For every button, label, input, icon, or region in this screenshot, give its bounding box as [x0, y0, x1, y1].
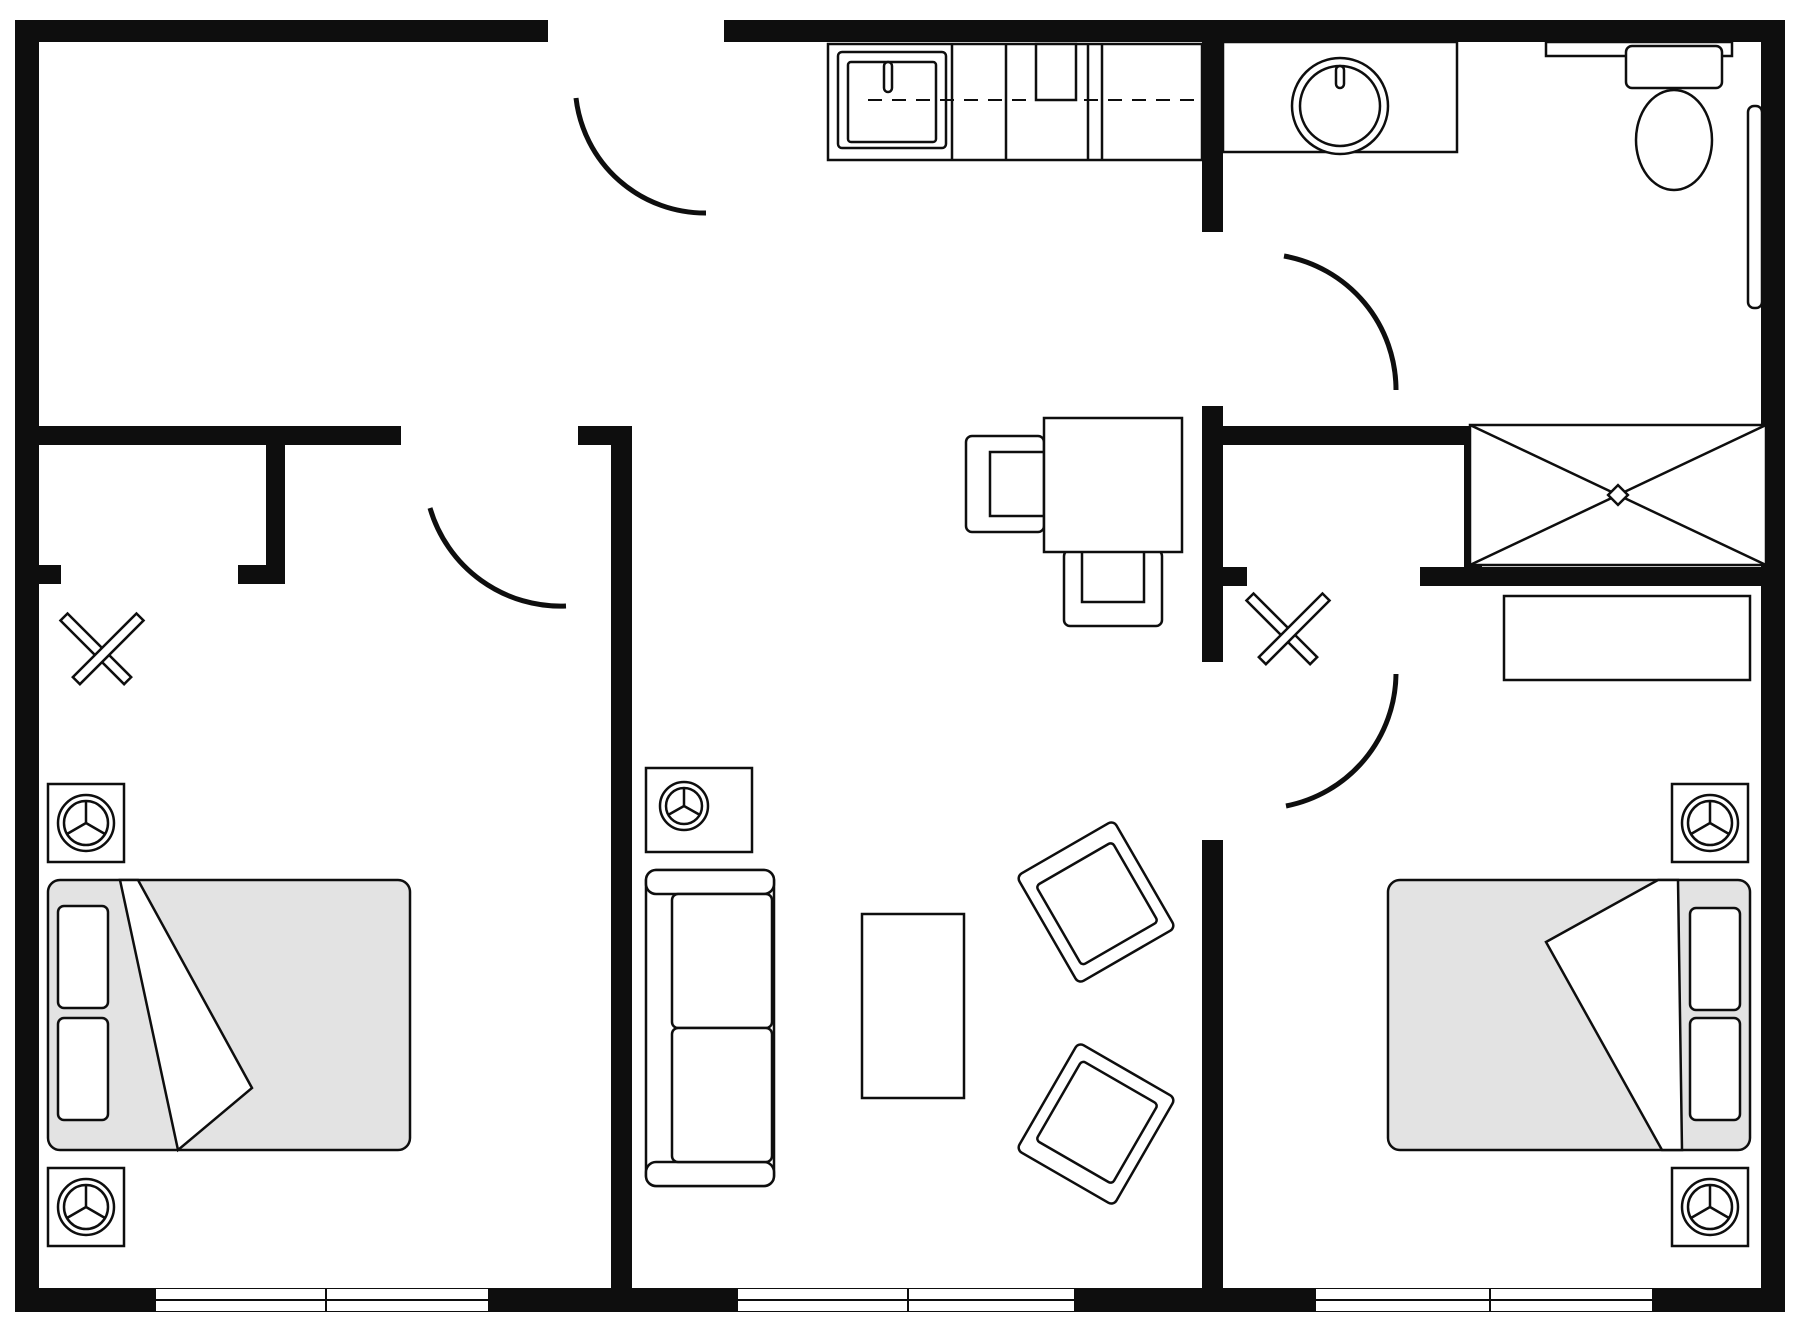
dresser	[1502, 594, 1752, 682]
shower-drain	[1606, 483, 1630, 507]
dining-set	[964, 416, 1184, 628]
lamp-bottom-marks	[66, 1185, 106, 1220]
wall-bedroom-living-divider	[611, 426, 632, 1312]
sofa-arm-bottom	[644, 1160, 776, 1188]
wall-closet-stub-left	[39, 565, 61, 584]
lamp-top-marks	[1690, 801, 1730, 836]
wall-closet-stub-left-right	[1223, 567, 1247, 586]
wall-doorjamb-left-bedroom	[578, 426, 632, 445]
armchair-upper	[1017, 821, 1175, 983]
closet-doors	[58, 591, 1752, 686]
lamp-base-marks	[667, 788, 701, 817]
wall-closet-post	[266, 426, 285, 584]
left-bedroom-door-leaf	[564, 446, 576, 621]
toilet	[1544, 40, 1734, 192]
interior-walls	[39, 20, 1785, 1312]
pillow-top	[1688, 906, 1742, 1012]
wall-closet-bottom-right	[1420, 567, 1785, 586]
bifold-panel	[71, 611, 146, 686]
wall-bath-closet-divider	[1202, 426, 1482, 445]
pillow-top	[56, 904, 110, 1010]
exterior-wall-top-left	[15, 20, 548, 42]
lamp-top-marks	[66, 801, 106, 836]
bifold-panel	[58, 611, 133, 686]
sofa-cushion-bottom	[670, 1026, 774, 1164]
sink-basin-inner	[846, 60, 938, 144]
shower	[1468, 423, 1768, 567]
coffee-table	[860, 912, 966, 1100]
living-room-furniture	[644, 766, 1175, 1205]
toilet-bowl	[1634, 88, 1714, 192]
windows	[156, 1289, 1652, 1311]
exterior-wall-left	[15, 20, 39, 1312]
window-living-room	[738, 1289, 1074, 1311]
door-swings	[427, 97, 1399, 809]
armchair-upper-seat	[1036, 842, 1158, 966]
bath-vanity	[1221, 40, 1459, 156]
exterior-wall-right	[1761, 20, 1785, 1312]
dining-chair-left-seat	[988, 450, 1046, 518]
bifold-door-left	[58, 611, 146, 686]
toilet-tank	[1624, 44, 1724, 90]
exterior-wall-top-right	[724, 20, 1785, 42]
wall-storage-bedroom-divider	[39, 426, 401, 445]
range-outline	[1034, 42, 1078, 102]
pillow-bottom	[1688, 1016, 1742, 1122]
bathroom-door-leaf	[1224, 392, 1398, 404]
bedsheet-fold	[1544, 878, 1684, 1152]
right-bedroom-door-swing	[1285, 673, 1399, 809]
entry-door-swing	[573, 97, 707, 216]
window-bedroom-left	[156, 1289, 488, 1311]
wall-living-right-lower	[1202, 840, 1223, 1312]
vanity-faucet	[1334, 64, 1346, 90]
wall-living-right-middle	[1202, 406, 1223, 662]
dining-table	[1042, 416, 1184, 554]
window-bedroom-right	[1316, 1289, 1652, 1311]
bathroom-door-swing	[1283, 253, 1399, 391]
wall-closet-stub-right	[238, 565, 285, 584]
bedroom-left-furniture	[46, 782, 412, 1248]
dining-chair-bottom-seat	[1080, 548, 1146, 604]
lamp-bottom-marks	[1690, 1185, 1730, 1220]
entry-door-leaf	[712, 38, 723, 213]
bedroom-right-furniture	[1386, 782, 1752, 1248]
bifold-panel	[1257, 591, 1332, 666]
left-bedroom-door-swing	[427, 507, 567, 609]
sofa-arm-top	[644, 868, 776, 896]
sofa-cushion-top	[670, 892, 774, 1030]
bath-wall-shelf	[1746, 104, 1764, 310]
bedsheet-fold	[118, 878, 254, 1153]
bifold-panel	[1244, 591, 1319, 666]
armchair-lower-seat	[1036, 1060, 1158, 1184]
wall-kitchen-bath-upper	[1202, 20, 1223, 232]
pillow-bottom	[56, 1016, 110, 1122]
sink-faucet	[882, 60, 894, 94]
armchair-lower	[1017, 1043, 1175, 1205]
kitchen-counter	[826, 42, 1204, 162]
bifold-door-right	[1244, 591, 1332, 666]
